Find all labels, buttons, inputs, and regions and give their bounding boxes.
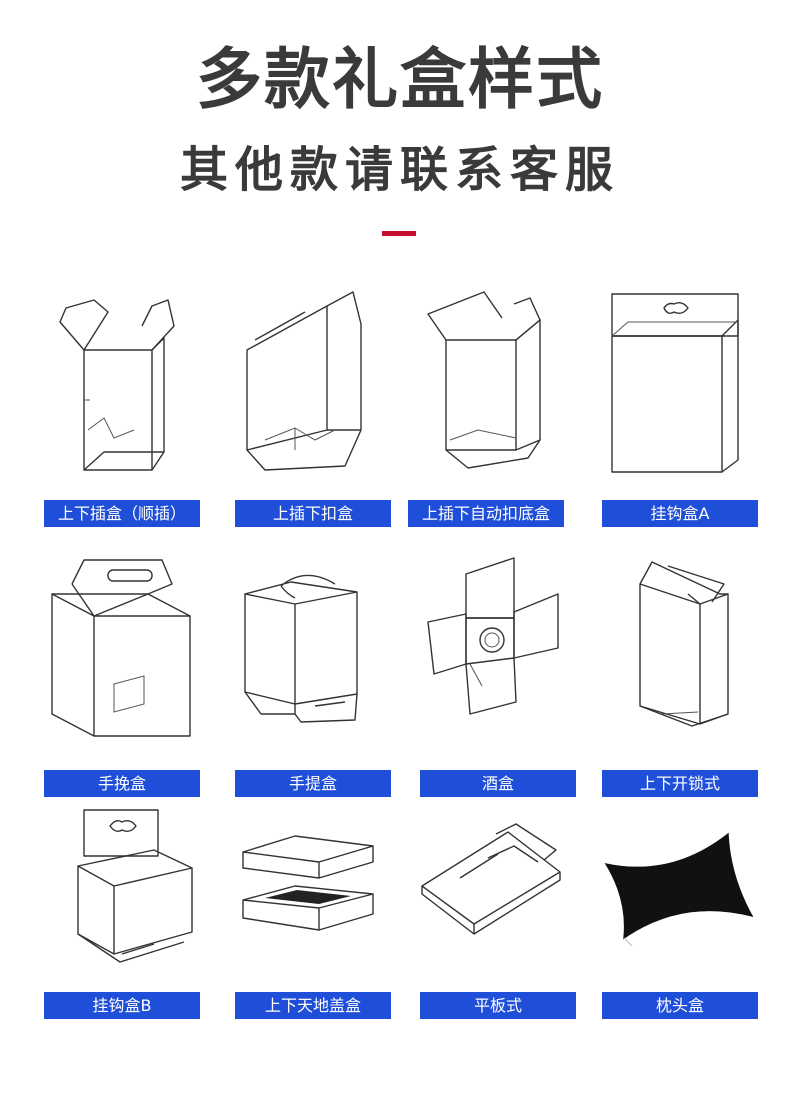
hanger-box-b-icon [44, 806, 200, 996]
flat-box-icon [420, 806, 576, 996]
box-style-label: 枕头盒 [602, 992, 758, 1019]
handle-box-icon [44, 554, 200, 744]
lid-base-box-icon [235, 806, 391, 996]
box-style-label: 手挽盒 [44, 770, 200, 797]
tuck-end-box-icon [44, 290, 200, 480]
box-style-label: 上下插盒（顺插） [44, 500, 200, 527]
box-style-label: 上插下自动扣底盒 [408, 500, 564, 527]
box-style-label: 挂钩盒B [44, 992, 200, 1019]
box-style-label: 手提盒 [235, 770, 391, 797]
pillow-box-icon [602, 806, 758, 996]
wine-box-icon [420, 554, 576, 744]
box-style-label: 上下开锁式 [602, 770, 758, 797]
box-style-label: 挂钩盒A [602, 500, 758, 527]
box-style-label: 上插下扣盒 [235, 500, 391, 527]
carry-box-icon [235, 554, 391, 744]
box-style-label: 酒盒 [420, 770, 576, 797]
accent-divider [382, 231, 416, 236]
lock-tab-box-icon [602, 554, 758, 744]
box-style-label: 平板式 [420, 992, 576, 1019]
page-title: 多款礼盒样式 [196, 41, 604, 118]
hanger-box-a-icon [602, 290, 758, 480]
page-subtitle: 其他款请联系客服 [179, 142, 620, 198]
auto-lock-bottom-box-icon [408, 290, 564, 480]
snap-lock-bottom-box-icon [235, 290, 391, 480]
box-style-label: 上下天地盖盒 [235, 992, 391, 1019]
